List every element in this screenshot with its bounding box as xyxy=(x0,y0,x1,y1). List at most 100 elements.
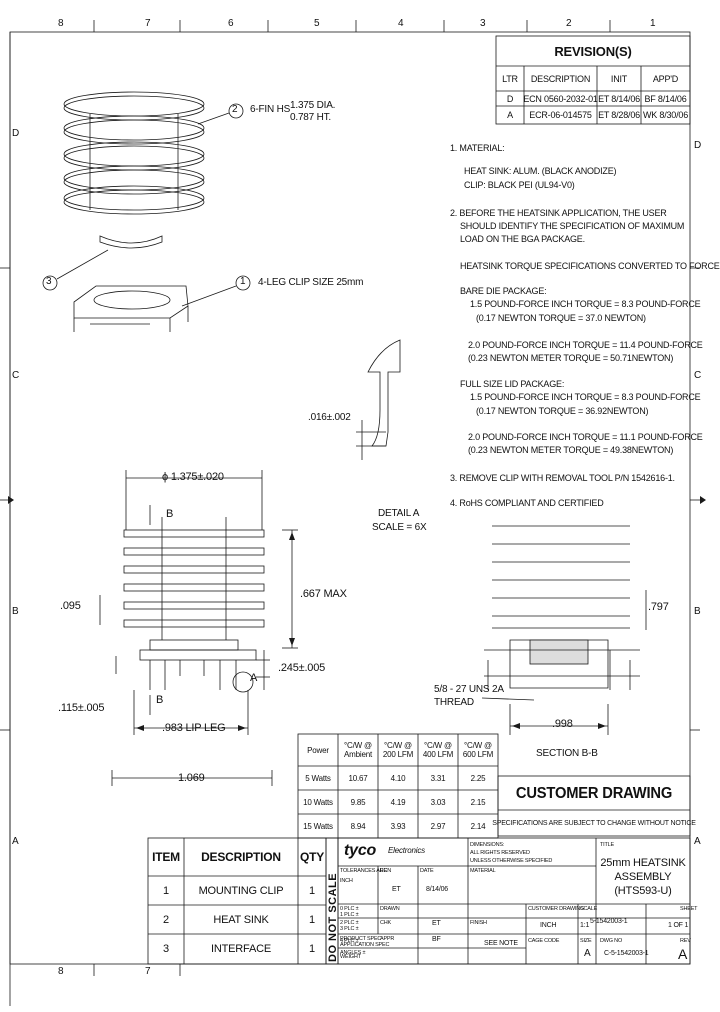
tb-weight: WEIGHT xyxy=(340,954,361,960)
zone-row-d-right: D xyxy=(694,140,702,151)
zone-col-2: 2 xyxy=(566,18,572,29)
dim-115: .115±.005 xyxy=(58,702,105,714)
perf-cell: 2.97 xyxy=(430,821,446,831)
tb-dwg-value: C-5-1542003-1 xyxy=(604,950,649,957)
note-1b: CLIP: BLACK PEI (UL94-V0) xyxy=(464,180,575,190)
bom-row-2-item: 2 xyxy=(163,913,169,926)
tb-scale-label: SCALE xyxy=(580,906,598,912)
perf-header-400-1: °C/W @ xyxy=(424,741,452,750)
perf-cell: 15 Watts xyxy=(303,821,333,831)
zone-row-d-left: D xyxy=(12,128,20,139)
tb-size-label: SIZE xyxy=(580,938,592,944)
tb-dwg-label: DWG NO xyxy=(600,938,623,944)
tb-title-label: TITLE xyxy=(600,842,614,848)
perf-cell: 4.19 xyxy=(390,797,406,807)
tb-title-line-3: (HTS593-U) xyxy=(614,885,672,897)
callout-1-text: 4-LEG CLIP SIZE 25mm xyxy=(258,277,364,288)
tb-tol1: 1 PLC ± xyxy=(340,912,359,918)
rev-header-appd: APP'D xyxy=(652,73,679,84)
rev-row-2-ltr: A xyxy=(507,110,513,120)
perf-header-600-1: °C/W @ xyxy=(464,741,492,750)
note-3: 3. REMOVE CLIP WITH REMOVAL TOOL P/N 154… xyxy=(450,473,675,483)
customer-drawing-sub: SPECIFICATIONS ARE SUBJECT TO CHANGE WIT… xyxy=(492,819,696,827)
tb-chk-label: CHK xyxy=(380,920,392,926)
tb-title-line-2: ASSEMBLY xyxy=(614,871,672,883)
zone-row-b-left: B xyxy=(12,606,19,617)
zone-row-c-left: C xyxy=(12,370,20,381)
note-bare-1b: (0.17 NEWTON TORQUE = 37.0 NEWTON) xyxy=(476,313,646,323)
bom-row-1-desc: MOUNTING CLIP xyxy=(198,884,284,897)
tb-application-spec: APPLICATION SPEC xyxy=(340,942,390,948)
tb-chk-value: ET xyxy=(432,920,441,927)
tb-tol4: 4 PLC ± xyxy=(340,938,359,944)
callout-3-number: 3 xyxy=(46,276,52,287)
perf-header-600: °C/W @ 600 LFM xyxy=(458,734,498,766)
rev-row-1-appd: BF 8/14/06 xyxy=(644,93,687,104)
section-view xyxy=(481,525,647,735)
zone-row-b-right: B xyxy=(694,606,701,617)
perf-cell: 4.10 xyxy=(390,773,406,783)
dim-983: .983 LIP LEG xyxy=(162,722,226,734)
tb-date-label: DATE xyxy=(420,868,434,874)
heatsink-fins-iso xyxy=(63,91,205,215)
tb-unit: INCH xyxy=(340,878,353,884)
perf-cell: 2.14 xyxy=(470,821,486,831)
note-full-2a: 2.0 POUND-FORCE INCH TORQUE = 11.1 POUND… xyxy=(468,432,703,442)
tb-sheet-label: SHEET xyxy=(680,906,698,912)
tb-date-value: 8/14/06 xyxy=(426,886,448,893)
zone-col-7: 7 xyxy=(145,18,151,29)
customer-drawing-title: CUSTOMER DRAWING xyxy=(515,785,673,802)
note-1: 1. MATERIAL: xyxy=(450,143,505,153)
zone-col-1: 1 xyxy=(650,18,656,29)
tb-tolerances-label: TOLERANCES ARE xyxy=(340,868,387,874)
zone-col-3: 3 xyxy=(480,18,486,29)
perf-header-power: Power xyxy=(298,734,338,766)
dim-016: .016±.002 xyxy=(308,412,351,423)
rev-row-2-desc: ECR-06-014575 xyxy=(529,110,592,120)
tb-tol3: 3 PLC ± xyxy=(340,926,359,932)
tb-cage-code: CAGE CODE xyxy=(528,938,560,944)
perf-header-power-1: Power xyxy=(307,745,329,755)
detail-a-label: DETAIL A xyxy=(378,508,420,519)
bom-row-3-qty: 1 xyxy=(309,943,315,955)
note-full-1b: (0.17 NEWTON TORQUE = 36.92NEWTON) xyxy=(476,406,649,416)
section-marker-b-bottom: B xyxy=(156,694,164,706)
perf-cell: 9.85 xyxy=(350,797,366,807)
perf-cell: 5 Watts xyxy=(305,773,331,783)
tb-angles: ANGLES ± xyxy=(340,950,366,956)
note-full-lid: FULL SIZE LID PACKAGE: xyxy=(460,379,565,389)
callout-2-height: 0.787 HT. xyxy=(290,112,332,123)
perf-cell: 3.31 xyxy=(430,773,446,783)
thread-label: THREAD xyxy=(434,697,474,708)
note-full-1a: 1.5 POUND-FORCE INCH TORQUE = 8.3 POUND-… xyxy=(470,392,701,402)
bom-row-2-qty: 1 xyxy=(309,913,315,926)
zone-col-7-bottom: 7 xyxy=(145,966,151,977)
callout-2-number: 2 xyxy=(232,104,238,115)
detail-a-profile xyxy=(367,339,401,447)
bom-header-description: DESCRIPTION xyxy=(201,850,281,864)
zone-row-a-right: A xyxy=(694,836,701,847)
clip-iso xyxy=(73,285,189,332)
note-2a: 2. BEFORE THE HEATSINK APPLICATION, THE … xyxy=(450,208,667,218)
tb-part-number: 5-1542003-1 xyxy=(590,918,628,925)
tb-rev-label: REV xyxy=(680,938,691,944)
tyco-logo-sub: Electronics xyxy=(388,846,425,855)
dim-998: .998 xyxy=(552,718,573,730)
dim-1069: 1.069 xyxy=(178,772,205,784)
rev-header-description: DESCRIPTION xyxy=(530,73,591,84)
tb-drawn-value: ET xyxy=(392,886,401,893)
note-bare-die: BARE DIE PACKAGE: xyxy=(460,286,547,296)
zone-col-8: 8 xyxy=(58,18,64,29)
tb-tol0: 0 PLC ± xyxy=(340,906,359,912)
tb-ecn-label: ECN xyxy=(380,868,392,874)
tb-scale-value: 1:1 xyxy=(580,922,590,929)
tb-size-value: A xyxy=(584,948,591,959)
callout-2-text: 6-FIN HS xyxy=(250,104,291,115)
note-bare-2b: (0.23 NEWTON METER TORQUE = 50.71NEWTON) xyxy=(468,353,674,363)
tb-product-spec: PRODUCT SPEC xyxy=(340,936,382,942)
do-not-scale: DO NOT SCALE xyxy=(327,872,339,962)
tb-units-value: INCH xyxy=(540,922,557,929)
note-full-2b: (0.23 NEWTON METER TORQUE = 49.38NEWTON) xyxy=(468,445,674,455)
perf-header-200: °C/W @ 200 LFM xyxy=(378,734,418,766)
